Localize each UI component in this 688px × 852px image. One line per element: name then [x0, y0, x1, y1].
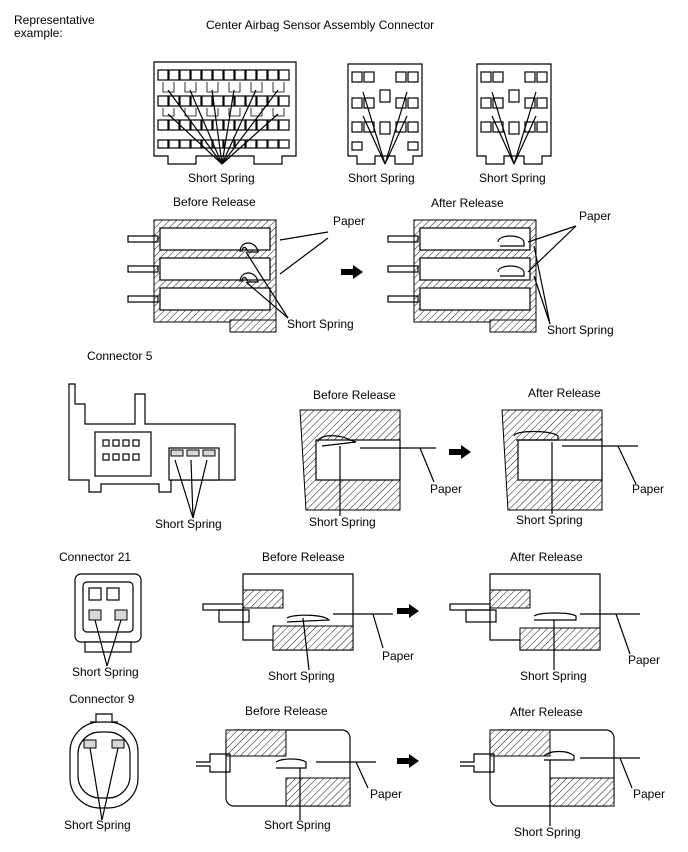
short-spring-label: Short Spring	[348, 171, 415, 185]
center-connector-before-release	[127, 219, 329, 333]
after-release-label: After Release	[510, 705, 583, 719]
connector-front-view-medium	[347, 63, 423, 165]
representative-example-label: Representative example:	[14, 13, 95, 40]
connector-21-label: Connector 21	[59, 550, 132, 564]
paper-label: Paper	[333, 214, 366, 228]
connector-21-before-release	[202, 573, 393, 671]
short-spring-label: Short Spring	[479, 171, 546, 185]
short-spring-label: Short Spring	[287, 317, 354, 331]
connector-5-front-view	[68, 383, 236, 519]
paper-label: Paper	[370, 787, 403, 801]
short-spring-label: Short Spring	[547, 323, 614, 337]
before-release-label: Before Release	[173, 195, 256, 209]
before-release-label: Before Release	[262, 550, 345, 564]
after-release-label: After Release	[510, 550, 583, 564]
before-release-label: Before Release	[313, 388, 396, 402]
connector-5-after-release	[501, 409, 638, 514]
connector-9-label: Connector 9	[69, 692, 135, 706]
connector-9-front-view	[69, 713, 139, 821]
paper-label: Paper	[382, 649, 415, 663]
short-spring-label: Short Spring	[268, 669, 335, 683]
paper-label: Paper	[579, 209, 612, 223]
short-spring-label: Short Spring	[516, 513, 583, 527]
paper-label: Paper	[632, 482, 665, 496]
short-spring-label: Short Spring	[520, 669, 587, 683]
connector-21-front-view	[74, 573, 142, 667]
connector-9-after-release	[460, 729, 640, 826]
direction-arrow	[397, 604, 419, 618]
connector-5-before-release	[299, 409, 436, 516]
short-spring-label: Short Spring	[72, 665, 139, 679]
direction-arrow	[449, 445, 471, 459]
connector-9-before-release	[196, 729, 376, 820]
direction-arrow	[397, 754, 419, 768]
short-spring-label: Short Spring	[309, 515, 376, 529]
before-release-label: Before Release	[245, 704, 328, 718]
after-release-label: After Release	[528, 386, 601, 400]
paper-label: Paper	[628, 653, 661, 667]
connector-front-view-large	[153, 61, 297, 165]
connector-front-view-small	[476, 63, 552, 165]
paper-label: Paper	[430, 482, 463, 496]
after-release-label: After Release	[431, 196, 504, 210]
short-spring-label: Short Spring	[155, 517, 222, 531]
connector-5-label: Connector 5	[87, 349, 153, 363]
short-spring-label: Short Spring	[264, 818, 331, 832]
short-spring-label: Short Spring	[188, 171, 255, 185]
center-connector-after-release	[387, 219, 577, 333]
direction-arrow	[341, 265, 363, 279]
connector-21-after-release	[449, 573, 640, 670]
short-spring-label: Short Spring	[64, 818, 131, 832]
short-spring-label: Short Spring	[514, 825, 581, 839]
paper-label: Paper	[633, 787, 666, 801]
diagram-title: Center Airbag Sensor Assembly Connector	[206, 18, 435, 32]
